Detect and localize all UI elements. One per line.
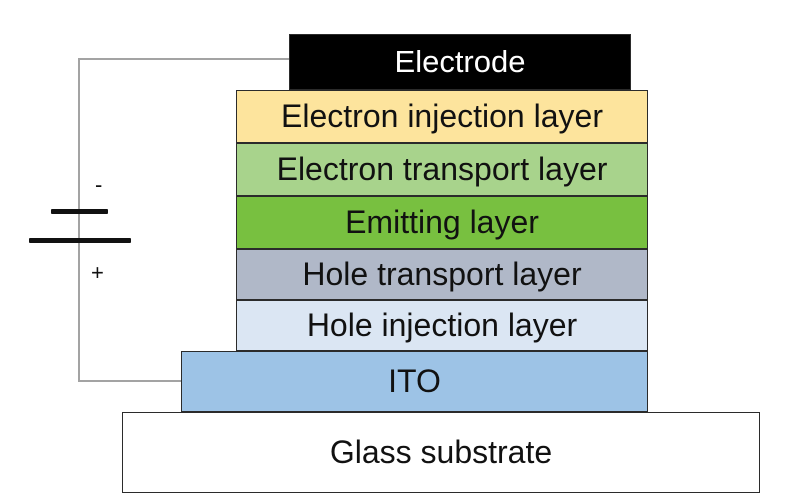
battery-positive-sign: + [91,260,104,285]
electron-transport-label: Electron transport layer [276,151,608,187]
ito-label: ITO [388,363,441,399]
electron-transport-layer: Electron transport layer [236,143,648,196]
hole-injection-layer: Hole injection layer [236,300,648,351]
hole-transport-layer: Hole transport layer [236,249,648,300]
circuit-wire-top [78,58,290,60]
battery-positive-plate [29,238,131,243]
electron-injection-layer: Electron injection layer [236,90,648,143]
hole-injection-label: Hole injection layer [306,307,578,343]
hole-transport-label: Hole transport layer [302,256,582,292]
battery-negative-sign: - [95,172,103,197]
glass-substrate-label: Glass substrate [329,434,553,470]
circuit-wire-left [78,58,80,382]
circuit-wire-bottom [78,380,182,382]
emitting-label: Emitting layer [345,204,539,240]
glass-substrate-layer: Glass substrate [122,412,760,493]
ito-layer: ITO [181,351,648,412]
battery-negative-plate [51,209,108,214]
electron-injection-label: Electron injection layer [281,98,603,134]
electrode-layer: Electrode [289,34,631,90]
emitting-layer: Emitting layer [236,196,648,249]
electrode-label: Electrode [394,44,526,79]
